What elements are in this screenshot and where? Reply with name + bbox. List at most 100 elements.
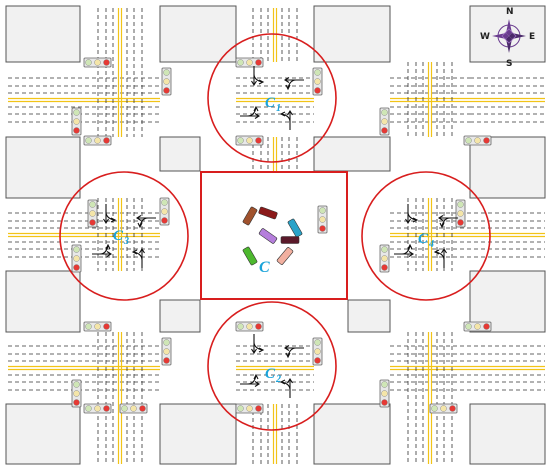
vehicle: [242, 206, 258, 226]
signal-lamp: [237, 59, 244, 66]
compass-south-point: [506, 36, 512, 53]
signal-lamp: [94, 137, 101, 144]
signal-lamp: [85, 323, 92, 330]
signal-lamp: [163, 348, 170, 355]
signal-lamp: [314, 339, 321, 346]
label-subscript: 2: [275, 374, 281, 385]
signal-lamp: [161, 208, 168, 215]
intersection-label-c1: C 1: [265, 95, 281, 114]
signal-lamp: [483, 137, 490, 144]
turn-arrow-icon: [283, 345, 304, 359]
signal-lamp: [255, 137, 262, 144]
signal-lamp: [73, 390, 80, 397]
signal-lamp: [319, 225, 326, 232]
signal-lamp: [73, 109, 80, 116]
turn-arrow-icon: [279, 377, 293, 398]
label-letter: C: [113, 228, 124, 244]
signal-lamp: [161, 217, 168, 224]
signal-lamp: [474, 323, 481, 330]
signal-lamp: [314, 357, 321, 364]
signal-lamp: [73, 255, 80, 262]
turn-arrow-icon: [103, 204, 117, 225]
signal-lamp: [73, 246, 80, 253]
signal-lamp: [89, 210, 96, 217]
label-letter: C: [418, 231, 429, 247]
traffic-signals: [71, 57, 492, 414]
road-markings: [8, 8, 545, 464]
signal-lamp: [161, 199, 168, 206]
signal-lamp: [381, 127, 388, 134]
signal-lamp: [237, 137, 244, 144]
signal-lamp: [483, 323, 490, 330]
city-block: [5, 403, 81, 465]
turn-arrow-icon: [131, 247, 145, 268]
compass-inner-star: [501, 28, 517, 44]
signal-lamp: [130, 405, 137, 412]
city-block: [159, 136, 201, 172]
signal-lamp: [381, 381, 388, 388]
signal-lamp: [314, 78, 321, 85]
label-letter: C: [265, 366, 276, 382]
signal-lamp: [314, 69, 321, 76]
city-block: [5, 136, 81, 199]
signal-lamp: [255, 59, 262, 66]
signal-lamp: [73, 399, 80, 406]
turn-arrow-icon: [437, 215, 458, 229]
intersection-circles: [59, 33, 491, 431]
city-block: [313, 5, 391, 63]
intersection-label-c3: C 3: [113, 228, 129, 247]
signal-lamp: [89, 201, 96, 208]
label-letter: C: [265, 95, 276, 111]
signal-lamp: [73, 127, 80, 134]
city-blocks: [5, 5, 546, 465]
signal-lamp: [449, 405, 456, 412]
signal-lamp: [103, 59, 110, 66]
signal-lamp: [246, 137, 253, 144]
signal-lamp: [94, 323, 101, 330]
signal-lamp: [73, 118, 80, 125]
city-block: [159, 5, 237, 63]
signal-lamp: [246, 59, 253, 66]
intersection-circle-c2: [207, 301, 337, 431]
compass-n: N: [506, 7, 514, 17]
signal-lamp: [255, 405, 262, 412]
turn-arrow-icon: [394, 243, 415, 257]
signal-lamp: [89, 219, 96, 226]
signal-lamp: [381, 264, 388, 271]
signal-lamp: [457, 219, 464, 226]
turn-arrow-icon: [251, 66, 265, 87]
signal-lamp: [163, 339, 170, 346]
signal-lamp: [457, 210, 464, 217]
city-block: [469, 403, 546, 465]
vehicle: [242, 246, 258, 266]
turn-arrow-icon: [240, 373, 261, 387]
intersection-circle-c4: [361, 171, 491, 301]
signal-lamp: [103, 405, 110, 412]
signal-lamp: [237, 323, 244, 330]
signal-lamp: [474, 137, 481, 144]
turn-arrow-icon: [92, 243, 113, 257]
label-subscript: 3: [123, 236, 129, 247]
signal-lamp: [139, 405, 146, 412]
turn-arrow-icon: [251, 334, 265, 355]
intersection-label-c2: C 2: [265, 366, 281, 385]
signal-lamp: [163, 69, 170, 76]
center-region-label: C: [259, 259, 270, 276]
city-block: [5, 5, 81, 63]
city-block: [313, 403, 391, 465]
signal-lamp: [237, 405, 244, 412]
signal-lamp: [381, 246, 388, 253]
signal-lamp: [465, 137, 472, 144]
vehicle: [258, 228, 278, 244]
city-block: [347, 299, 391, 333]
signal-lamp: [381, 109, 388, 116]
signal-lamp: [381, 255, 388, 262]
signal-lamp: [381, 399, 388, 406]
signal-lamp: [255, 323, 262, 330]
signal-lamp: [103, 323, 110, 330]
vehicles: [242, 206, 303, 266]
signal-lamp: [85, 405, 92, 412]
signal-lamp: [314, 87, 321, 94]
vehicle: [280, 236, 300, 244]
